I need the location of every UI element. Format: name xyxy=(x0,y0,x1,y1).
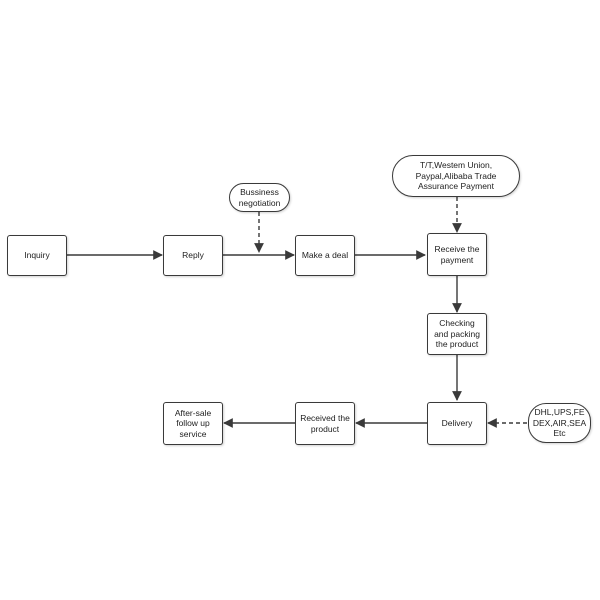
note-payment-methods: T/T,Westem Union, Paypal,Alibaba Trade A… xyxy=(392,155,520,197)
note-business-negotiation-label: Bussiness negotiation xyxy=(238,187,281,208)
node-after-sale-service-label: After-sale follow up service xyxy=(174,407,212,439)
node-after-sale-service: After-sale follow up service xyxy=(163,402,223,445)
node-received-product-label: Received the product xyxy=(300,413,350,434)
node-reply: Reply xyxy=(163,235,223,276)
node-receive-payment: Receive the payment xyxy=(427,233,487,276)
node-make-a-deal: Make a deal xyxy=(295,235,355,276)
node-inquiry-label: Inquiry xyxy=(24,250,50,261)
node-checking-packing: Checking and packing the product xyxy=(427,313,487,355)
node-inquiry: Inquiry xyxy=(7,235,67,276)
node-received-product: Received the product xyxy=(295,402,355,445)
node-delivery: Delivery xyxy=(427,402,487,445)
note-shipping-methods: DHL,UPS,FE DEX,AIR,SEA Etc xyxy=(528,403,591,443)
node-checking-packing-label: Checking and packing the product xyxy=(434,318,480,350)
node-reply-label: Reply xyxy=(182,250,204,261)
note-shipping-methods-label: DHL,UPS,FE DEX,AIR,SEA Etc xyxy=(532,407,587,439)
node-make-a-deal-label: Make a deal xyxy=(301,250,349,261)
node-receive-payment-label: Receive the payment xyxy=(434,244,480,265)
note-payment-methods-label: T/T,Westem Union, Paypal,Alibaba Trade A… xyxy=(415,160,497,192)
node-delivery-label: Delivery xyxy=(441,418,473,429)
note-business-negotiation: Bussiness negotiation xyxy=(229,183,290,212)
